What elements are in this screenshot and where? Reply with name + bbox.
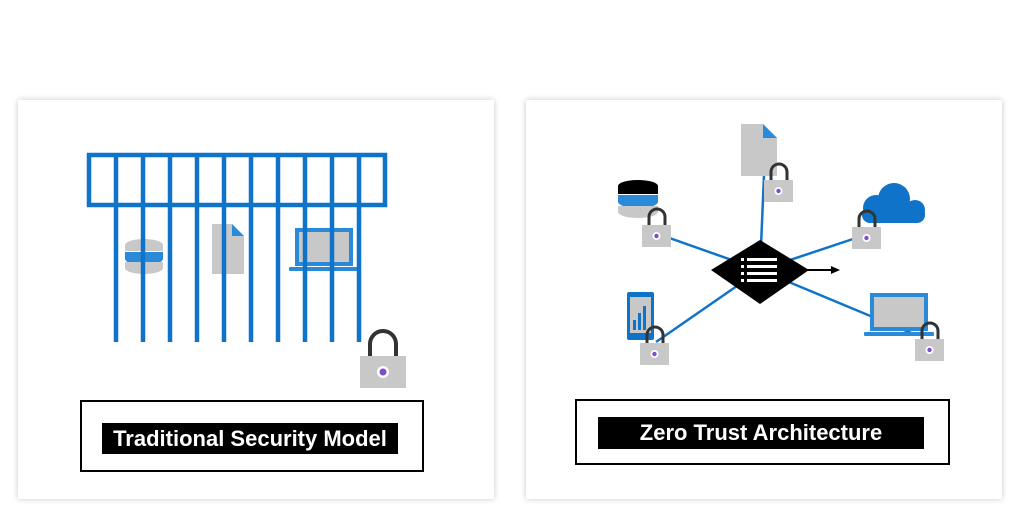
traditional-security-panel: Traditional Security Model [18, 100, 494, 499]
cloud-icon [862, 183, 925, 223]
database-icon [618, 180, 658, 218]
padlock-icon [640, 325, 669, 365]
zero-trust-panel: Zero Trust Architecture [526, 100, 1002, 499]
policy-hub-icon [711, 240, 809, 304]
document-icon [212, 224, 244, 274]
padlock-icon [642, 207, 671, 247]
cage-bars [86, 152, 388, 342]
laptop-icon [289, 228, 359, 271]
padlock-icon [360, 329, 406, 388]
padlock-icon [764, 162, 793, 202]
padlock-icon [852, 209, 881, 249]
mobile-icon [627, 292, 654, 340]
document-icon [741, 124, 777, 176]
padlock-icon [915, 321, 944, 361]
panel-caption: Traditional Security Model [102, 423, 398, 454]
traditional-illustration [86, 152, 406, 388]
laptop-icon [864, 293, 934, 336]
zero-trust-illustration [618, 124, 944, 365]
panel-caption: Zero Trust Architecture [598, 417, 924, 449]
